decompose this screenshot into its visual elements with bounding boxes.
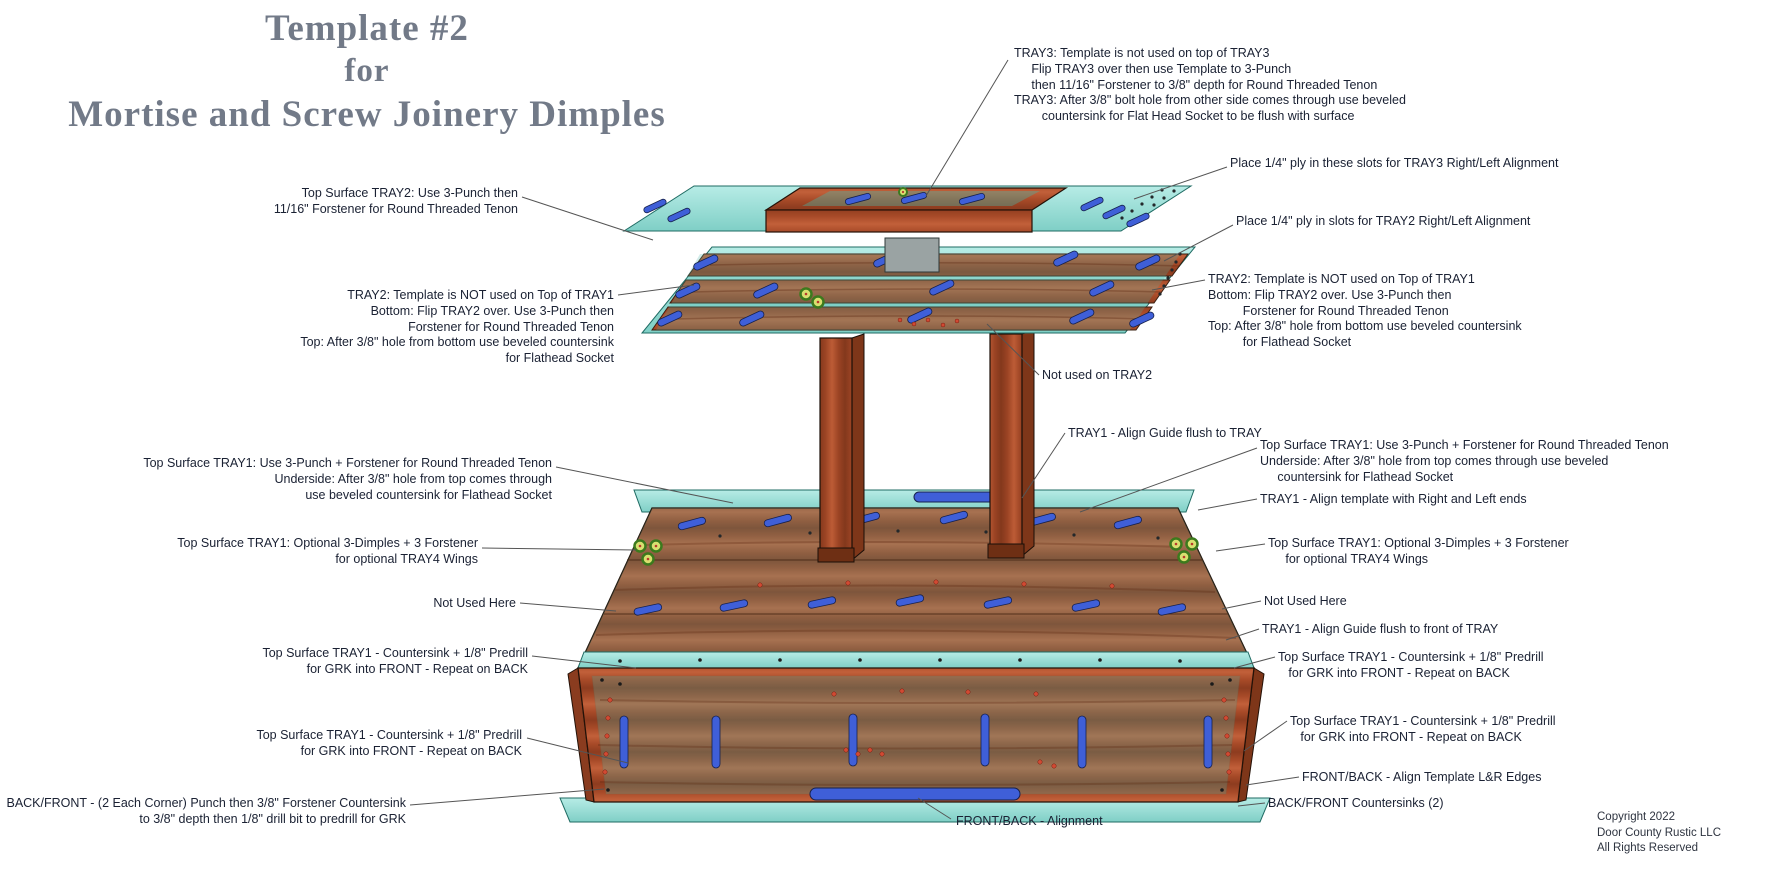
annotation-tray2-template-note-right: TRAY2: Template is NOT used on Top of TR… <box>1208 272 1522 349</box>
title-line-2: for <box>344 53 390 90</box>
tray1-top-template-tint <box>578 508 1254 668</box>
tray2-dimple-markers <box>799 287 825 309</box>
annotation-backfront-countersinks: BACK/FRONT Countersinks (2) <box>1268 796 1444 810</box>
tray1-grain-streaks <box>595 540 1237 639</box>
annotation-tray2-template-note-left: TRAY2: Template is NOT used on Top of TR… <box>300 288 614 365</box>
tray3-sheet-slot-markers <box>643 196 1150 228</box>
tray1-dimple-markers <box>633 537 1199 566</box>
annotation-tray2-top-surface: Top Surface TRAY2: Use 3-Punch then 11/1… <box>273 186 518 216</box>
copyright-line-2: Door County Rustic LLC <box>1597 826 1721 839</box>
title-line-1: Template #2 <box>265 8 469 49</box>
tray3-dimple-marker <box>898 187 908 197</box>
annotation-tray1-align-guide-front: TRAY1 - Align Guide flush to front of TR… <box>1262 622 1499 636</box>
tray1-front-corner-dots <box>600 678 1232 792</box>
center-spacer-block <box>884 237 940 273</box>
tray3-block-slot-markers <box>844 192 986 205</box>
annotation-tray1-countersink-front-left: Top Surface TRAY1 - Countersink + 1/8" P… <box>256 728 522 758</box>
annotation-tray1-countersink-front-right: Top Surface TRAY1 - Countersink + 1/8" P… <box>1290 714 1556 744</box>
tray1-top-predrill-dots <box>757 579 1115 589</box>
annotation-tray1-optional-dimples-right: Top Surface TRAY1: Optional 3-Dimples + … <box>1268 536 1569 566</box>
tray1-top-drill-dots <box>718 529 1160 540</box>
annotation-frontback-alignment: FRONT/BACK - Alignment <box>956 814 1103 828</box>
copyright-line-1: Copyright 2022 <box>1597 811 1675 823</box>
tray3-edge-dots <box>1120 188 1176 220</box>
tray1-assembly <box>559 489 1271 823</box>
annotation-tray3-note: TRAY3: Template is not used on top of TR… <box>1014 46 1406 123</box>
annotation-not-used-on-tray2: Not used on TRAY2 <box>1042 368 1153 382</box>
annotation-tray1-align-ends: TRAY1 - Align template with Right and Le… <box>1260 492 1527 506</box>
annotation-frontback-align-edges: FRONT/BACK - Align Template L&R Edges <box>1302 770 1542 784</box>
tray1-front-face <box>577 667 1255 803</box>
annotation-tray3-ply-slots: Place 1/4" ply in these slots for TRAY3 … <box>1230 156 1559 170</box>
leg-right <box>987 329 1035 559</box>
tray1-front-edge-dots <box>618 658 1182 663</box>
annotation-tray1-align-guide-tray: TRAY1 - Align Guide flush to TRAY <box>1068 426 1262 440</box>
tray1-front-grain-streaks <box>597 699 1236 786</box>
tray2-assembly <box>640 246 1197 334</box>
tray1-back-alignment-slot <box>913 491 1001 503</box>
tray3-block-front-face <box>765 209 1033 233</box>
tray1-front-alignment-slot <box>809 787 1021 801</box>
tray1-front-edge-template <box>577 651 1255 669</box>
title-line-3: Mortise and Screw Joinery Dimples <box>68 93 666 135</box>
annotation-tray2-ply-slots: Place 1/4" ply in slots for TRAY2 Right/… <box>1236 214 1531 228</box>
annotation-not-used-here-left: Not Used Here <box>433 596 516 610</box>
tray2-predrill-dots <box>897 317 960 328</box>
tray2-slot-markers <box>657 250 1161 328</box>
copyright-block: Copyright 2022 Door County Rustic LLC Al… <box>1597 810 1721 857</box>
annotation-tray1-countersink-top-left: Top Surface TRAY1 - Countersink + 1/8" P… <box>262 646 528 676</box>
annotation-tray1-optional-dimples-left: Top Surface TRAY1: Optional 3-Dimples + … <box>177 536 478 566</box>
tray1-front-slot-markers <box>619 713 1213 769</box>
leg-left <box>817 333 865 563</box>
tray1-front-predrill-dots <box>602 688 1232 775</box>
annotation-tray1-top-surface-right: Top Surface TRAY1: Use 3-Punch + Forsten… <box>1260 438 1669 484</box>
annotation-not-used-here-right: Not Used Here <box>1264 594 1347 608</box>
annotation-backfront-corner-punch: BACK/FRONT - (2 Each Corner) Punch then … <box>6 796 406 826</box>
leader-lines <box>409 59 1300 820</box>
page-title: Template #2 for Mortise and Screw Joiner… <box>14 6 720 138</box>
annotation-tray1-top-surface-left: Top Surface TRAY1: Use 3-Punch + Forsten… <box>143 456 552 502</box>
annotation-tray1-countersink-top-right: Top Surface TRAY1 - Countersink + 1/8" P… <box>1278 650 1544 680</box>
tray3-assembly <box>622 185 1193 273</box>
copyright-line-3: All Rights Reserved <box>1597 842 1698 855</box>
tray1-front-template-tint <box>591 675 1241 795</box>
tray2-template-tint <box>656 254 1180 330</box>
support-legs <box>817 329 1035 563</box>
tray1-top-slot-markers <box>633 510 1187 616</box>
